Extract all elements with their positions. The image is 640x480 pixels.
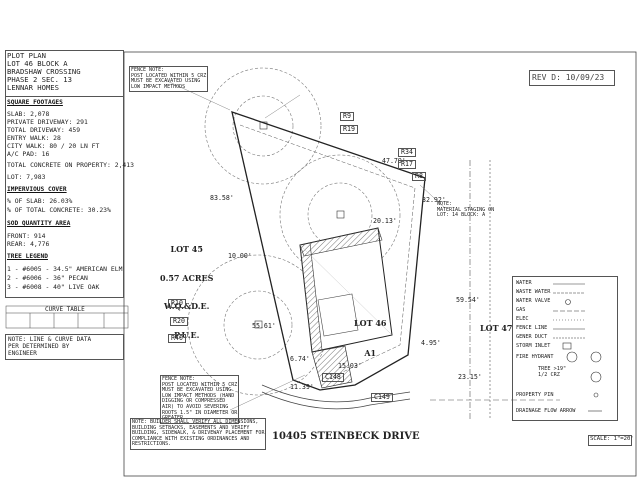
fence-note-top: FENCE NOTE: POST LOCATED WITHIN 5 CRZ MU… (129, 66, 209, 93)
lot45-label: LOT 45 0.57 ACRES W.Q.&D.E. P.U.E. (160, 226, 213, 359)
lot47-label: LOT 47 (480, 323, 513, 333)
line-tag: R34 (398, 148, 416, 158)
sheet-border (123, 51, 637, 477)
legend-item: DRAINAGE FLOW ARROW (516, 408, 576, 414)
legend-item: WATER (516, 280, 532, 286)
curve-table-heading: CURVE TABLE (45, 306, 85, 313)
street-name: 10405 STEINBECK DRIVE (272, 431, 420, 442)
dimension-label: 32.92' (422, 196, 446, 204)
utility-lines (430, 160, 560, 420)
legend-item: FENCE LINE (516, 325, 548, 331)
lot45-line: 0.57 ACRES (160, 272, 214, 283)
sqft-row: TOTAL DRIVEWAY: 459 (7, 126, 81, 134)
tree-legend-row: 2 - #6006 - 36" PECAN (7, 274, 88, 282)
sod-row: REAR: 4,776 (7, 240, 50, 248)
lot45-line: W.Q.&D.E. (163, 301, 210, 311)
lot46-label: LOT 46 A1 (354, 298, 386, 378)
title-line-1: PLOT PLAN (7, 51, 46, 60)
line-tag: R19 (340, 125, 358, 135)
sqft-row: PRIVATE DRIVEWAY: 291 (7, 118, 88, 126)
impervious-row: % OF SLAB: 26.03% (7, 197, 73, 205)
lot45-line: LOT 45 (170, 244, 203, 254)
title-line-4: PHASE 2 SEC. 13 (7, 75, 72, 84)
legend-item: WASTE WATER (516, 289, 551, 295)
tree-legend-row: 3 - #6008 - 40" LIVE OAK (7, 283, 100, 291)
dimension-label: 6.74' (290, 355, 310, 363)
utility-legend (512, 276, 618, 421)
legend-item: ELEC (516, 316, 529, 322)
lot-area: LOT: 7,983 (7, 173, 46, 181)
tree-markers (254, 121, 345, 329)
sod-row: FRONT: 914 (7, 232, 46, 240)
title-line-5: LENNAR HOMES (7, 83, 59, 92)
line-tag: R40 (168, 334, 186, 344)
sqft-row: CITY WALK: 80 / 20 LN FT (7, 142, 100, 150)
sod-heading: SOD QUANTITY AREA (7, 220, 71, 227)
tree-legend-row: 1 - #6005 - 34.5" AMERICAN ELM (7, 265, 123, 273)
square-footages-heading: SQUARE FOOTAGES (7, 99, 63, 106)
lot45-line: P.U.E. (173, 329, 200, 340)
legend-item: GAS (516, 307, 526, 313)
line-tag: R20 (170, 317, 188, 327)
title-line-2: LOT 46 BLOCK A (7, 59, 68, 68)
rev-date: REV D: 10/09/23 (532, 73, 605, 82)
material-staging-note: NOTE: MATERIAL STAGING ON LOT: 14 BLOCK:… (437, 201, 495, 219)
dimension-label: 11.39' (290, 383, 314, 391)
impervious-heading: IMPERVIOUS COVER (7, 186, 67, 193)
tree-legend-heading: TREE LEGEND (7, 253, 48, 260)
dimension-label: 23.15' (458, 373, 482, 381)
line-tag: R8 (412, 172, 426, 182)
dimension-label: 83.58' (210, 194, 234, 202)
dimension-label: 4.95' (421, 339, 441, 347)
legend-item: FIRE HYDRANT (516, 354, 554, 360)
sqft-row: ENTRY WALK: 28 (7, 134, 61, 142)
legend-item: STORM INLET (516, 343, 551, 349)
dimension-label: 47.79' (382, 157, 406, 165)
legend-item: WATER VALVE (516, 298, 551, 304)
line-tag: C149 (371, 393, 393, 403)
legend-item: GENER DUCT (516, 334, 548, 340)
curve-note-box (5, 334, 124, 360)
builder-note: NOTE: BUILDER SHALL VERIFY ALL DIMENSION… (130, 418, 267, 450)
line-tag: R17 (398, 160, 416, 170)
sqft-row: SLAB: 2,078 (7, 110, 50, 118)
rev-date-box (529, 70, 615, 86)
dimension-label: 55.61' (252, 322, 276, 330)
dimension-label: 20.13' (373, 217, 397, 225)
sqft-row: A/C PAD: 16 (7, 150, 50, 158)
dimension-label: 10.00' (228, 252, 252, 260)
impervious-row: % OF TOTAL CONCRETE: 30.23% (7, 206, 111, 214)
legend-symbols (553, 283, 602, 412)
lot46-line: A1 (364, 348, 377, 358)
fence-note-bottom: FENCE NOTE: POST LOCATED WITHIN 5 CRZ MU… (160, 375, 240, 424)
total-concrete: TOTAL CONCRETE ON PROPERTY: 2,413 (7, 161, 134, 169)
leader-lines (164, 79, 446, 411)
curve-table-grid (5, 305, 129, 329)
line-tag: C148 (322, 373, 344, 383)
legend-item: TREE >19" 1/2 CRZ (538, 366, 567, 378)
legend-item: PROPERTY PIN (516, 392, 554, 398)
line-tag: R10 (168, 299, 186, 309)
curve-note: NOTE: LINE & CURVE DATA PER DETERMINED B… (8, 336, 92, 357)
info-panel (5, 96, 124, 298)
scale-box (588, 435, 632, 446)
title-line-3: BRADSHAW CROSSING (7, 67, 81, 76)
dimension-label: 15.03' (338, 362, 362, 370)
line-tag: R9 (340, 112, 354, 122)
dimension-label: 59.54' (456, 296, 480, 304)
scale: SCALE: 1"=20' (590, 436, 634, 442)
lot46-line: LOT 46 (354, 318, 387, 328)
